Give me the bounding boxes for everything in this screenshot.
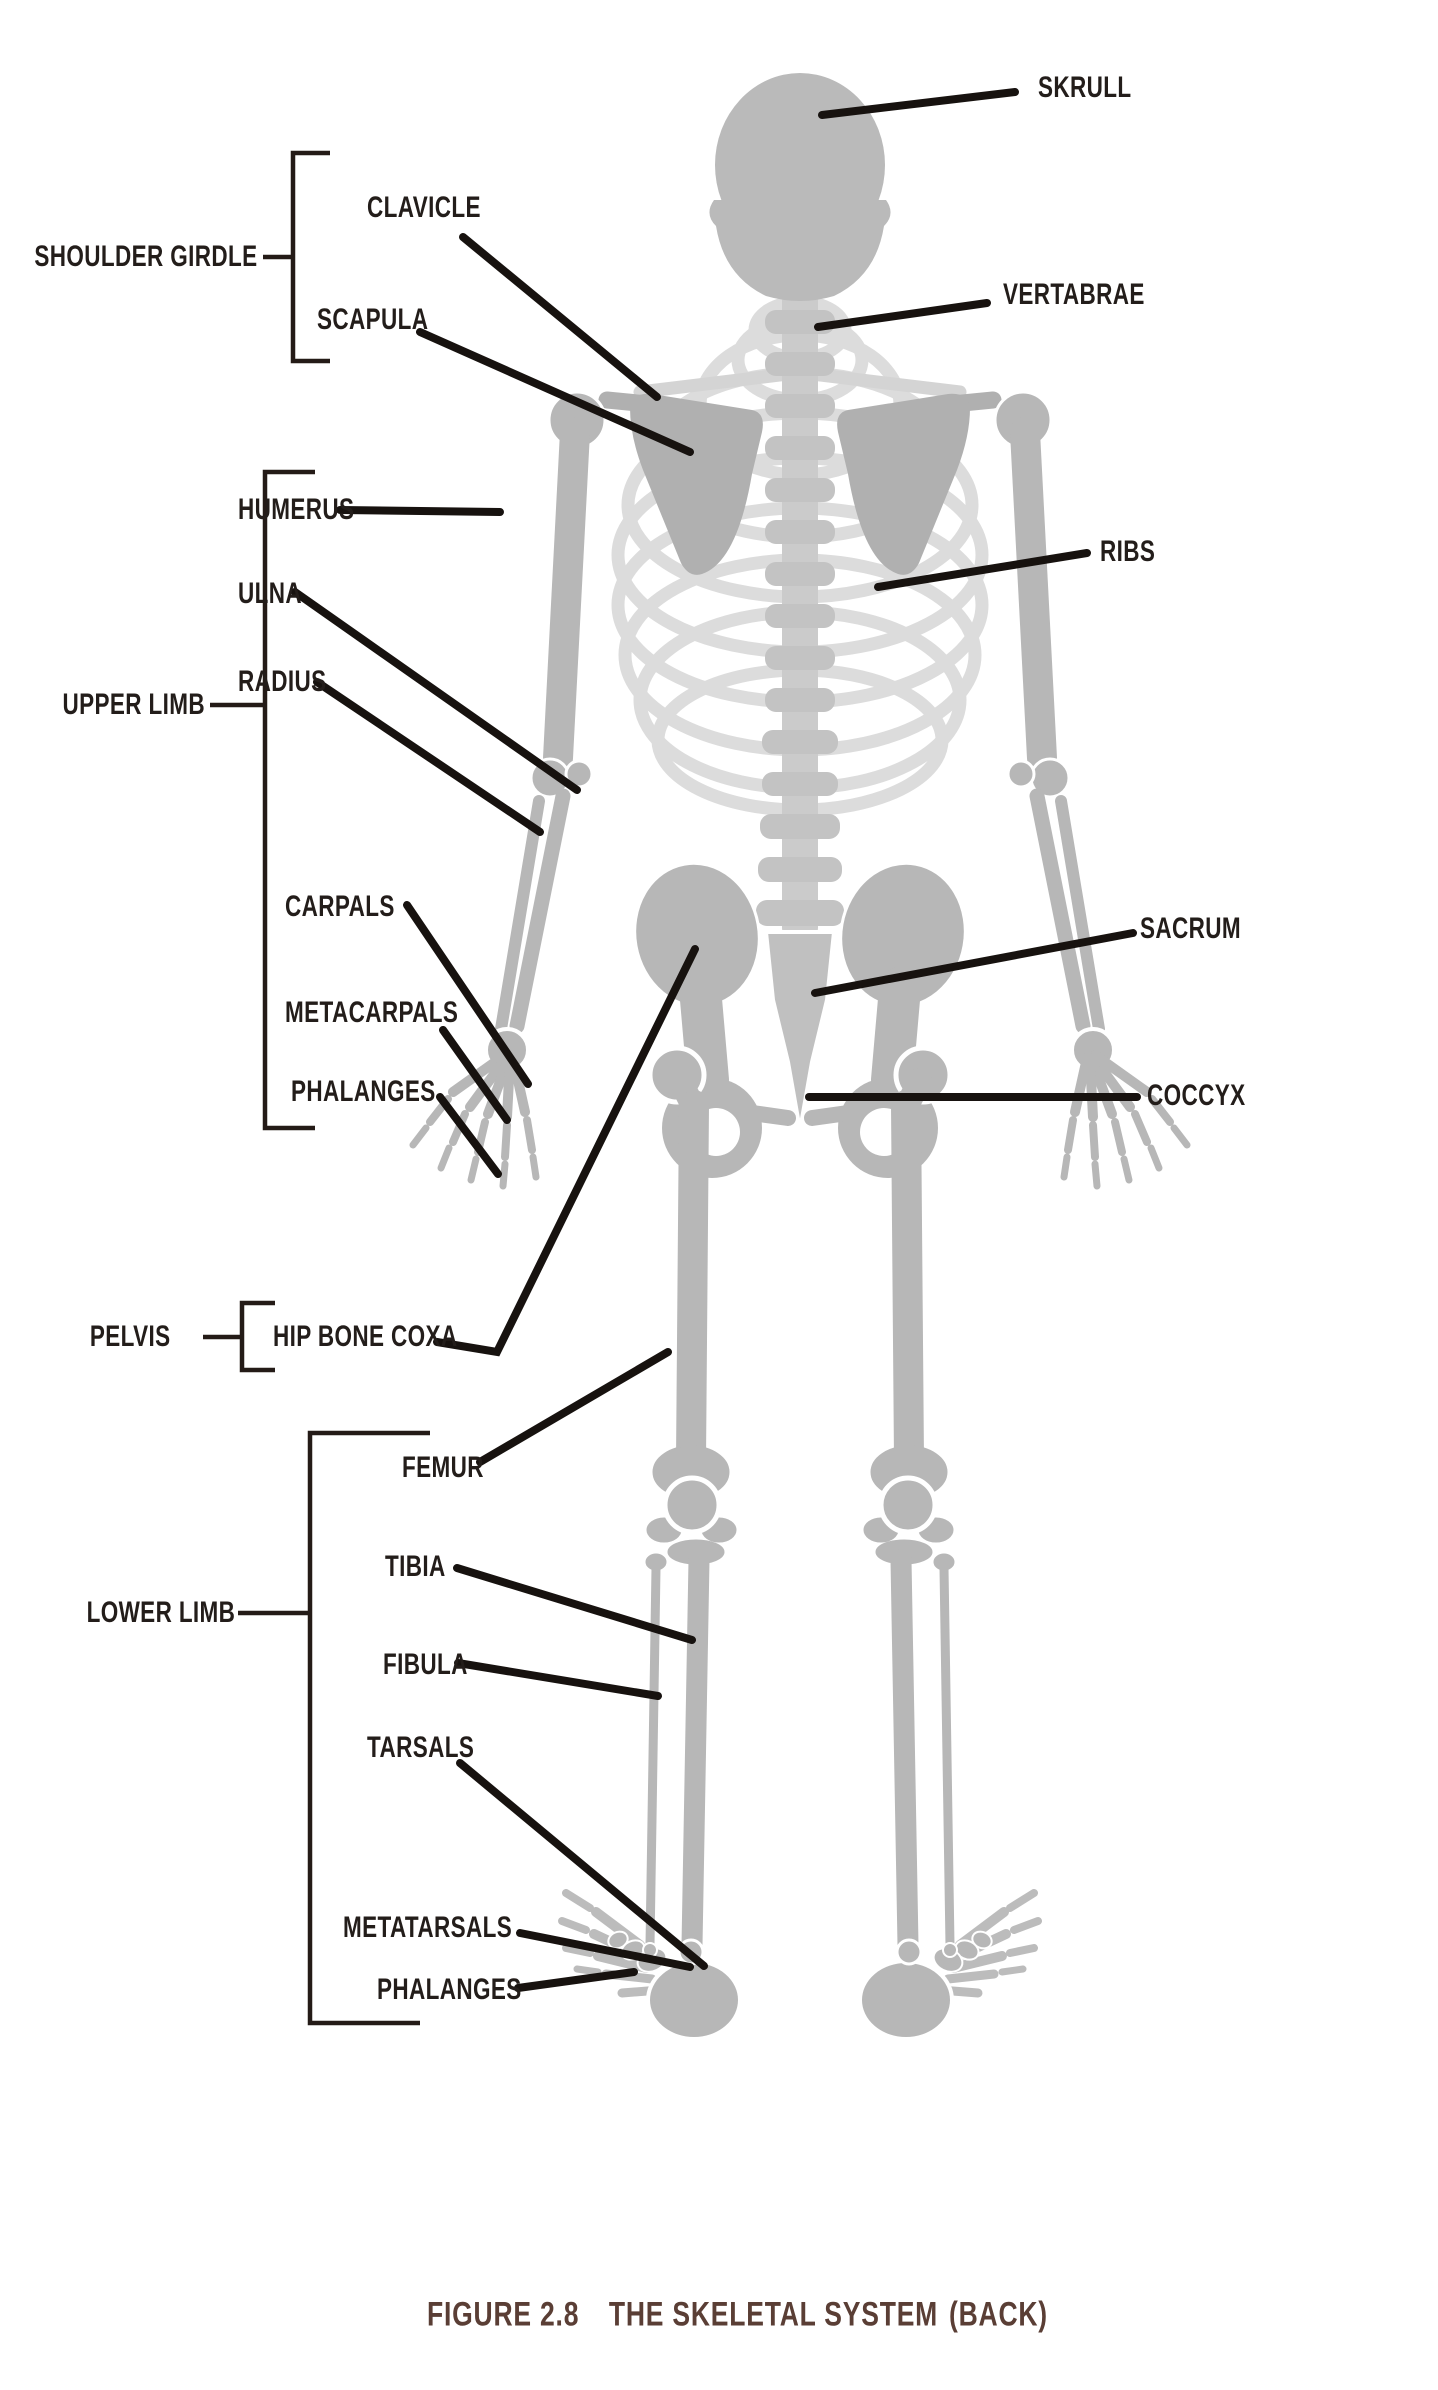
leader-femur <box>476 1348 672 1466</box>
label-vertabrae: VERTABRAE <box>1003 278 1145 311</box>
label-humerus: HUMERUS <box>238 493 355 526</box>
leader-metatarsals <box>516 1929 694 1971</box>
label-tarsals: TARSALS <box>367 1731 475 1764</box>
label-ulna: ULNA <box>238 577 302 610</box>
label-ribs: RIBS <box>1100 535 1156 568</box>
label-skull: SKRULL <box>1038 71 1132 104</box>
spine-shape <box>756 235 844 1131</box>
leader-fibula <box>454 1659 662 1700</box>
label-clavicle: CLAVICLE <box>367 191 481 224</box>
scapula-right-shape <box>837 391 1002 575</box>
figure-caption: FIGURE 2.8 THE SKELETAL SYSTEM(BACK) <box>427 2296 1048 2335</box>
label-group-upper-limb: UPPER LIMB <box>62 688 205 721</box>
leader-scapula <box>416 328 694 456</box>
label-scapula: SCAPULA <box>317 303 429 336</box>
leader-tarsals <box>456 1759 708 1970</box>
leader-lines <box>291 88 1141 1992</box>
label-fibula: FIBULA <box>383 1648 468 1681</box>
leader-phalanges-foot <box>514 1968 638 1992</box>
arm-left-shape <box>409 390 607 1190</box>
foot-right-shape <box>858 1889 1042 2041</box>
figure-view: (BACK) <box>948 2295 1048 2334</box>
label-hip-bone-coxa: HIP BONE COXA <box>273 1320 458 1353</box>
label-carpals: CARPALS <box>285 890 395 923</box>
label-sacrum: SACRUM <box>1140 912 1242 945</box>
leader-carpals <box>403 901 532 1088</box>
leader-humerus <box>336 506 504 516</box>
label-radius: RADIUS <box>238 665 327 698</box>
leader-tibia <box>453 1564 696 1644</box>
label-group-shoulder-girdle: SHOULDER GIRDLE <box>34 240 258 273</box>
leader-phalanges-hand <box>436 1093 502 1178</box>
label-phalanges-hand: PHALANGES <box>291 1075 436 1108</box>
arm-right-shape <box>993 390 1191 1190</box>
leader-hip-bone-coxa <box>433 945 699 1357</box>
bracket-pelvis <box>239 1300 275 1373</box>
leader-skull <box>818 88 1019 119</box>
group-brackets <box>203 150 430 2026</box>
leg-right-shape <box>858 1045 1042 2041</box>
leader-ribs <box>874 549 1091 591</box>
label-tibia: TIBIA <box>385 1550 446 1583</box>
skull-shape <box>709 73 891 301</box>
leader-vertabrae <box>814 299 991 331</box>
leader-radius <box>313 678 544 836</box>
label-phalanges-foot: PHALANGES <box>377 1973 522 2006</box>
bracket-lower-limb <box>307 1430 430 2026</box>
bracket-upper-limb <box>262 469 315 1131</box>
label-group-lower-limb: LOWER LIMB <box>86 1596 235 1629</box>
label-metacarpals: METACARPALS <box>285 996 459 1029</box>
label-metatarsals: METATARSALS <box>343 1911 513 1944</box>
leader-clavicle <box>459 233 661 401</box>
hand-right-shape <box>1060 1027 1191 1190</box>
leg-left-shape <box>558 1045 742 2041</box>
leader-sacrum <box>811 929 1137 997</box>
figure-title: THE SKELETAL SYSTEM <box>608 2295 939 2334</box>
leader-metacarpals <box>439 1026 511 1124</box>
label-coccyx: COCCYX <box>1147 1079 1246 1112</box>
label-femur: FEMUR <box>402 1451 484 1484</box>
figure-number: FIGURE 2.8 <box>427 2295 580 2334</box>
label-group-pelvis: PELVIS <box>89 1320 170 1353</box>
leader-ulna <box>291 588 581 794</box>
